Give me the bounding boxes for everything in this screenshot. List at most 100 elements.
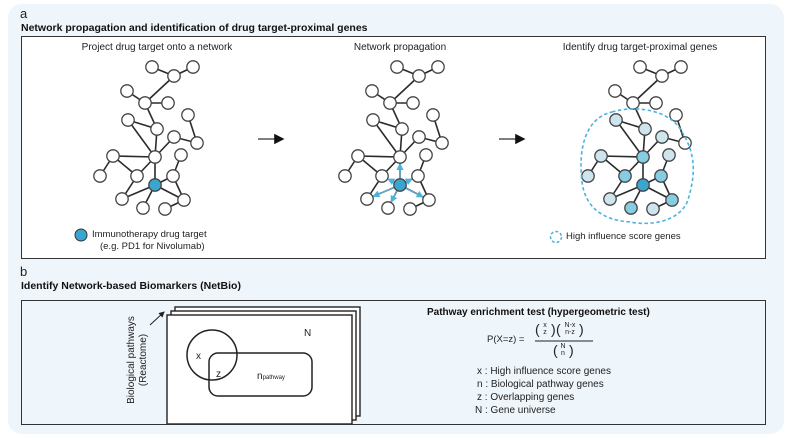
pointer-arrow-icon: [149, 311, 165, 326]
legend-target-line2: (e.g. PD1 for Nivolumab): [100, 241, 205, 252]
gene-node: [177, 193, 191, 207]
gene-node: [145, 60, 159, 74]
venn-circle-x: [186, 329, 238, 381]
definition-list: x : High influence score genes n : Biolo…: [475, 365, 611, 417]
venn-label-z: z: [216, 369, 221, 380]
gene-node: [674, 60, 688, 74]
step-label-propagation: Network propagation: [353, 42, 447, 53]
paren-open-3: (: [553, 342, 558, 358]
gene-node: [655, 69, 669, 83]
drug-target-node: [636, 178, 650, 192]
paren-close-2: ): [579, 321, 584, 337]
gene-node: [93, 169, 107, 183]
panel-b-box: [21, 300, 766, 425]
drug-target-legend-icon: [74, 228, 88, 242]
network-edge: [372, 119, 401, 158]
binom3-bot: n: [561, 350, 565, 357]
panel-a-letter: a: [20, 6, 28, 21]
gene-node: [150, 122, 164, 136]
gene-node: [626, 96, 640, 110]
gene-node: [662, 148, 676, 162]
binom1-bot: z: [543, 329, 547, 336]
gene-node: [412, 69, 426, 83]
gene-node: [351, 149, 365, 163]
gene-node: [138, 96, 152, 110]
network-edge: [600, 155, 644, 158]
binom-Nx-nz: N-x n-z: [562, 322, 578, 336]
gene-node: [636, 150, 650, 164]
gene-node: [375, 169, 389, 183]
gene-node: [649, 96, 663, 110]
gene-node: [594, 149, 608, 163]
drug-target-node: [148, 178, 162, 192]
legend-target-text: Immunotherapy drug target (e.g. PD1 for …: [92, 229, 207, 253]
gene-node: [365, 84, 379, 98]
formula-lhs: P(X=z) =: [487, 334, 525, 345]
gene-node: [190, 136, 204, 150]
paren-close-3: ): [569, 342, 574, 358]
network-edge: [357, 155, 401, 158]
gene-node: [609, 113, 623, 127]
gene-node: [403, 202, 417, 216]
gene-node: [381, 201, 395, 215]
formula-title: Pathway enrichment test (hypergeometric …: [427, 307, 650, 318]
definition-n: n : Biological pathway genes: [477, 379, 604, 390]
step-label-identify: Identify drug target-proximal genes: [562, 42, 718, 53]
definition-z: z : Overlapping genes: [477, 392, 575, 403]
gene-node: [167, 130, 181, 144]
gene-node: [338, 169, 352, 183]
gene-node: [395, 122, 409, 136]
gene-node: [608, 84, 622, 98]
gene-node: [665, 193, 679, 207]
gene-node: [426, 108, 440, 122]
gene-node: [120, 84, 134, 98]
gene-node: [393, 150, 407, 164]
binom3-top: N: [560, 343, 566, 350]
gene-node: [166, 169, 180, 183]
gene-node: [654, 169, 668, 183]
side-label-line1: Biological pathways: [126, 316, 137, 404]
gene-node: [181, 108, 195, 122]
gene-node: [158, 202, 172, 216]
gene-node: [161, 96, 175, 110]
venn-label-x: x: [196, 351, 201, 362]
gene-node: [633, 60, 647, 74]
venn-n: n: [257, 371, 263, 382]
gene-node: [106, 149, 120, 163]
paren-close-1: ): [551, 321, 556, 337]
gene-node: [646, 202, 660, 216]
drug-target-node: [393, 178, 407, 192]
gene-node: [638, 122, 652, 136]
legend-influence-text: High influence score genes: [566, 231, 681, 242]
gene-node: [618, 169, 632, 183]
side-label-line2: (Reactome): [138, 333, 149, 387]
venn-label-N: N: [304, 328, 312, 339]
venn-n-sub: pathway: [262, 375, 285, 381]
gene-node: [669, 108, 683, 122]
binom-N-n: N n: [558, 343, 568, 357]
gene-node: [435, 136, 449, 150]
binom-x-z: x z: [540, 322, 550, 336]
gene-node: [115, 192, 129, 206]
gene-node: [419, 148, 433, 162]
step-label-project: Project drug target onto a network: [81, 42, 233, 53]
gene-node: [186, 60, 200, 74]
pathway-side-label: Biological pathways (Reactome): [126, 300, 150, 420]
binom1-top: x: [543, 322, 547, 329]
pathway-stack: [166, 306, 361, 425]
panel-a-title: Network propagation and identification o…: [21, 22, 368, 34]
panel-b-title: Identify Network-based Biomarkers (NetBi…: [21, 280, 241, 292]
gene-node: [655, 130, 669, 144]
paren-open-1: (: [535, 321, 540, 337]
gene-node: [136, 201, 150, 215]
gene-node: [678, 136, 692, 150]
high-influence-boundary: [580, 108, 695, 225]
binom2-bot: n-z: [565, 329, 575, 336]
legend-target-line1: Immunotherapy drug target: [92, 229, 207, 240]
gene-node: [174, 148, 188, 162]
definition-N: N : Gene universe: [475, 405, 556, 416]
gene-node: [383, 96, 397, 110]
definition-x: x : High influence score genes: [477, 366, 611, 377]
gene-node: [411, 169, 425, 183]
